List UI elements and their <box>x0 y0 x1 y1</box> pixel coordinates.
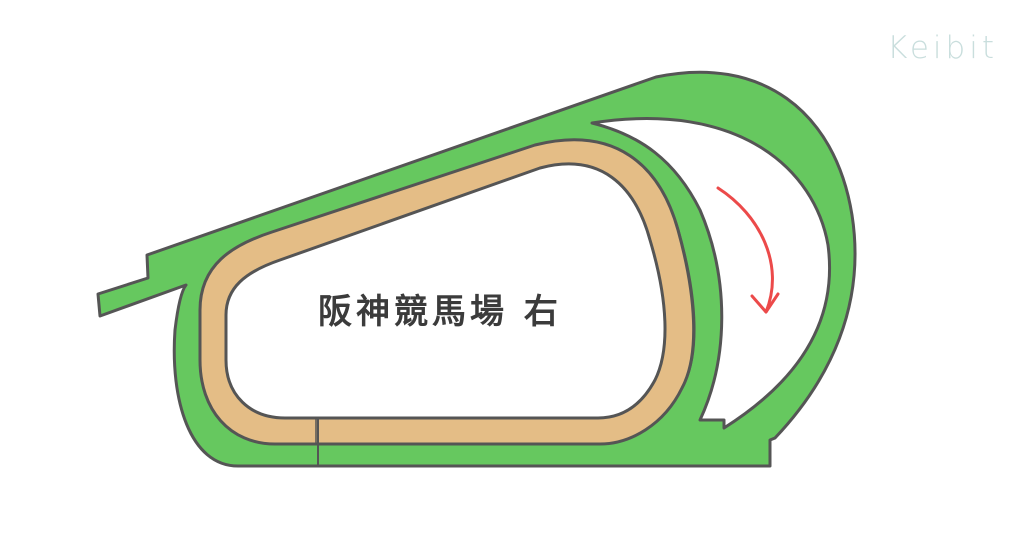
dirt-track <box>198 138 696 446</box>
turf-inner-field <box>590 117 832 430</box>
brand-logo: Keibit <box>887 30 998 66</box>
course-title: 阪神競馬場 右 <box>318 292 562 332</box>
clockwise-arrow-icon <box>716 186 780 314</box>
